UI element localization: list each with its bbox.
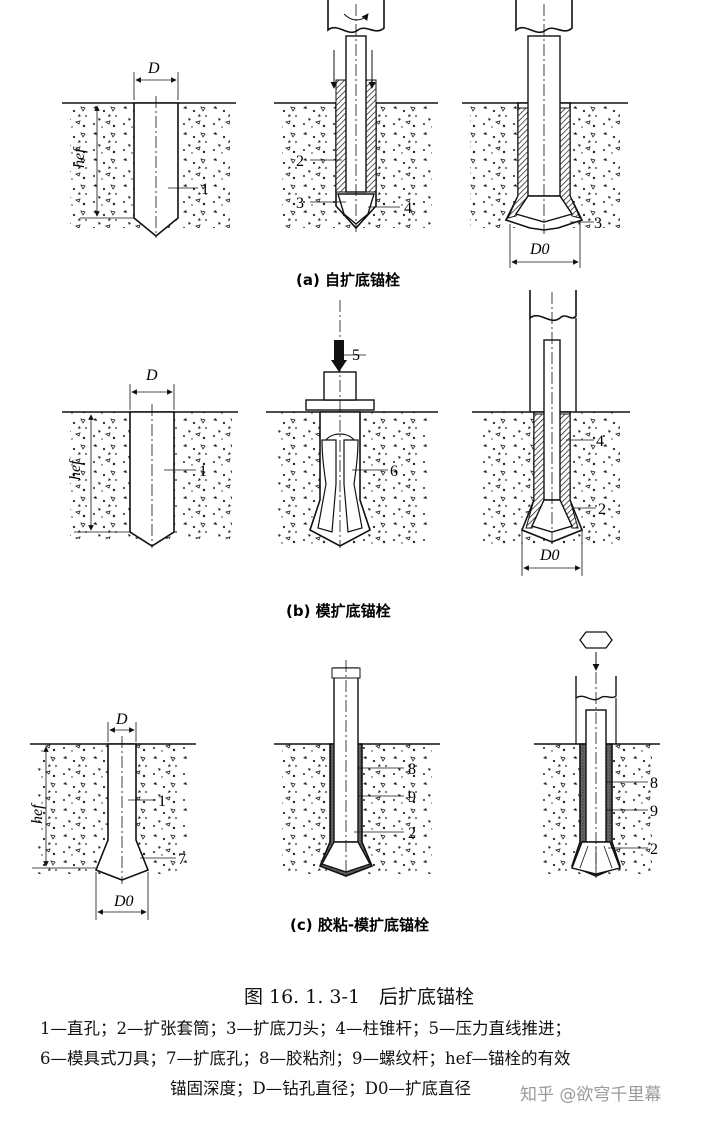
drawing-c2-bonded-anchor [274, 660, 440, 878]
label-b1-hef: hef [67, 458, 84, 480]
drawing-c1-undercut-hole [30, 722, 196, 920]
label-a1-D: D [147, 60, 160, 77]
label-c1-1: 1 [158, 793, 166, 810]
label-c2-2: 2 [408, 825, 416, 842]
label-c1-D0: D0 [113, 893, 134, 910]
label-b2-6: 6 [390, 463, 398, 480]
label-a1-hef: hef [71, 146, 88, 168]
panel-b: D hef 1 5 6 [62, 290, 630, 620]
label-c3-9: 9 [650, 803, 658, 820]
label-c1-7: 7 [178, 851, 186, 868]
drawing-b3-set-anchor [472, 290, 630, 576]
label-c3-2: 2 [650, 841, 658, 858]
panel-c: D hef 1 7 D0 8 9 2 [29, 631, 660, 934]
drawing-b1-straight-hole [62, 384, 238, 548]
panel-a: D hef 1 2 3 4 [62, 0, 628, 289]
label-a3-D0: D0 [529, 241, 550, 258]
figure-title: 图 16. 1. 3-1 后扩底锚栓 [243, 986, 475, 1008]
label-c3-8: 8 [650, 775, 658, 792]
label-c2-9: 9 [408, 789, 416, 806]
label-a2-2: 2 [296, 153, 304, 170]
label-b3-D0: D0 [539, 547, 560, 564]
label-b3-4: 4 [596, 433, 604, 450]
label-c2-8: 8 [408, 761, 416, 778]
legend-line: 6—模具式刀具；7—扩底孔；8—胶粘剂；9—螺纹杆；hef—锚栓的有效 [40, 1049, 571, 1068]
drawing-a3-set-anchor [462, 0, 628, 268]
label-a2-4: 4 [404, 200, 412, 217]
label-b3-2: 2 [598, 501, 606, 518]
caption-a: (a) 自扩底锚栓 [296, 271, 400, 289]
label-c1-hef: hef [29, 802, 46, 824]
drawing-b2-form-tool [266, 300, 438, 548]
label-b1-1: 1 [199, 463, 207, 480]
label-b1-D: D [145, 367, 158, 384]
drawing-a2-expanding-anchor [274, 0, 438, 232]
drawing-a1-straight-hole [62, 72, 236, 238]
label-a3-3: 3 [594, 215, 602, 232]
watermark: 知乎 @欲穹千里幕 [520, 1085, 662, 1105]
caption-b: (b) 模扩底锚栓 [286, 602, 391, 620]
label-a2-3: 3 [296, 195, 304, 212]
label-a1-1: 1 [201, 181, 209, 198]
legend-line: 1—直孔；2—扩张套筒；3—扩底刀头；4—柱锥杆；5—压力直线推进； [40, 1019, 571, 1038]
label-b2-5: 5 [352, 347, 360, 364]
legend: 1—直孔；2—扩张套筒；3—扩底刀头；4—柱锥杆；5—压力直线推进； 6—模具式… [40, 1014, 690, 1104]
drawing-c3-bonded-anchor-set [534, 631, 660, 878]
legend-line: 锚固深度；D—钻孔直径；D0—扩底直径 [170, 1079, 471, 1098]
caption-c: (c) 胶粘-模扩底锚栓 [290, 916, 429, 934]
label-c1-D: D [115, 711, 128, 728]
